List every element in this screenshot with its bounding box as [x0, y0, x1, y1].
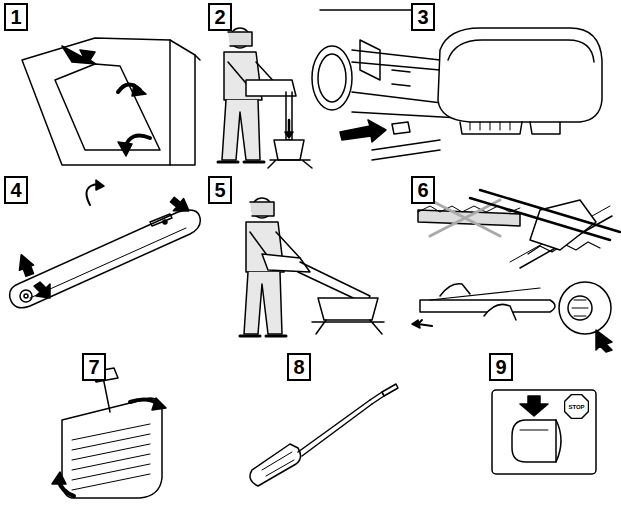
starter-cover	[62, 368, 162, 498]
screwdriver	[250, 384, 398, 486]
callout-number: 4	[4, 176, 28, 204]
hand-guard	[22, 38, 200, 165]
operator-figure	[218, 28, 312, 168]
callout-number: 3	[417, 5, 428, 29]
chain-filing	[470, 190, 620, 268]
callout-number: 5	[214, 178, 225, 202]
callout-number: 4	[10, 178, 21, 202]
callout-number: 9	[489, 353, 513, 381]
callout-number: 6	[411, 176, 435, 204]
callout-number: 3	[411, 3, 435, 31]
callout-number: 2	[208, 3, 232, 31]
callout-number: 5	[208, 176, 232, 204]
callout-number: 7	[88, 355, 99, 379]
chain-tension-check	[412, 284, 555, 328]
callout-number: 1	[10, 5, 21, 29]
guide-bar	[10, 210, 201, 308]
operator-figure	[240, 198, 384, 336]
stop-label: STOP	[568, 404, 584, 410]
arrow	[62, 46, 96, 64]
air-filter	[438, 28, 602, 134]
callout-number: 6	[417, 178, 428, 202]
callout-number: 7	[82, 353, 106, 381]
arrow	[340, 120, 386, 142]
callout-number: 8	[293, 355, 304, 379]
sprocket	[559, 282, 612, 352]
callout-number: 9	[495, 355, 506, 379]
stop-sign: STOP	[564, 394, 589, 419]
callout-number: 2	[214, 5, 225, 29]
callout-number: 1	[4, 3, 28, 31]
callout-number: 8	[287, 353, 311, 381]
worn-chain	[418, 200, 520, 236]
stop-control	[492, 390, 596, 474]
